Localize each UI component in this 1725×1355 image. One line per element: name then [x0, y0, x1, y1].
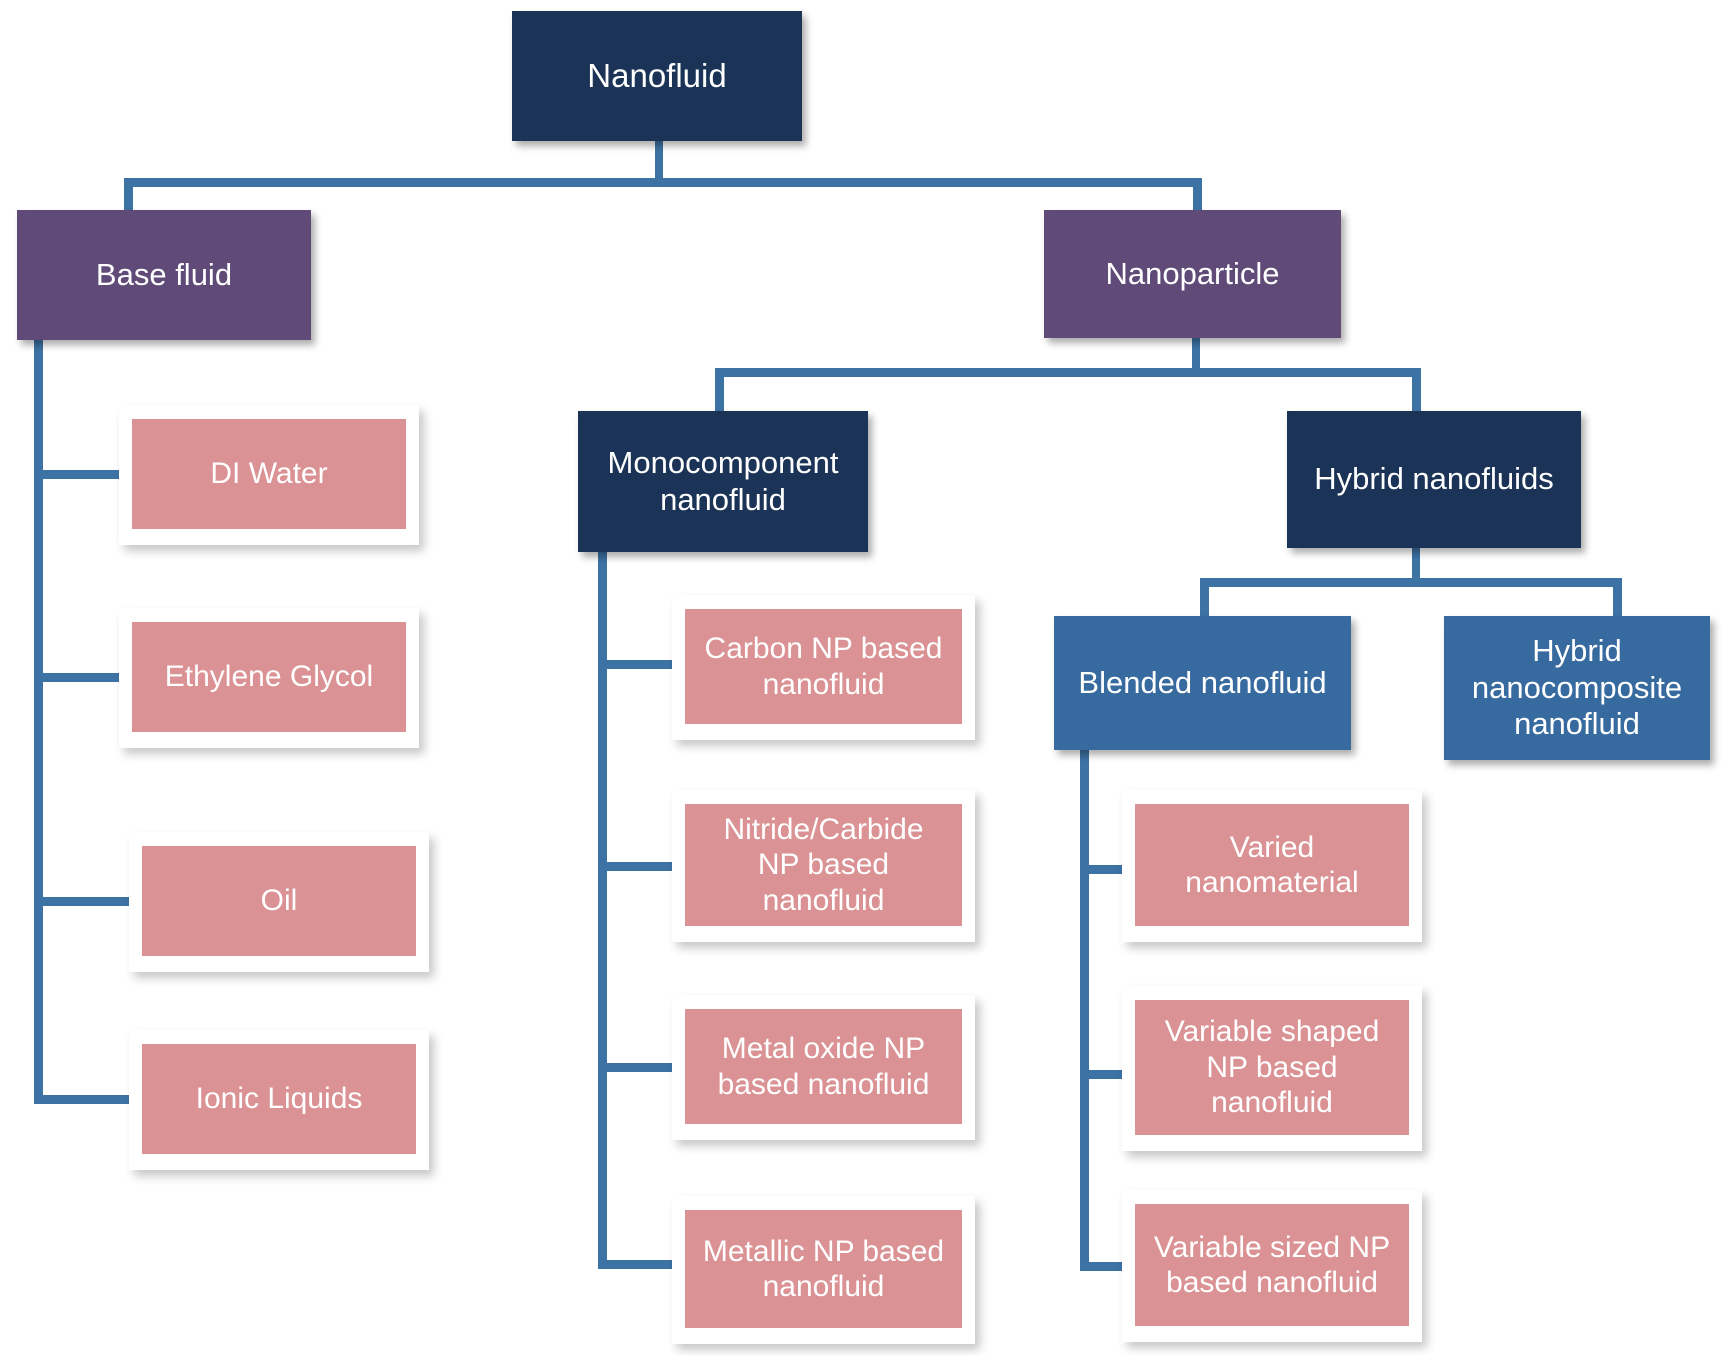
- leaf-metal-oxide-np-based-nanofluid[interactable]: Metal oxide NP based nanofluid: [672, 995, 975, 1140]
- leaf-carbon-np-based-nanofluid-label: Carbon NP based nanofluid: [685, 609, 962, 724]
- connector-monocomponent-branch-2: [598, 862, 678, 871]
- leaf-variable-shaped-np-based-nanofluid[interactable]: Variable shaped NP based nanofluid: [1122, 986, 1422, 1151]
- leaf-variable-shaped-np-based-nanofluid-label: Variable shaped NP based nanofluid: [1135, 1000, 1409, 1135]
- leaf-ionic-liquids-label: Ionic Liquids: [142, 1044, 416, 1154]
- connector-hybrid-stem: [1412, 548, 1420, 583]
- connector-nanoparticle-bus: [715, 368, 1421, 377]
- connector-to-nanocomposite: [1613, 578, 1622, 616]
- node-nanoparticle[interactable]: Nanoparticle: [1044, 210, 1341, 338]
- connector-blended-branch-2: [1080, 1070, 1140, 1079]
- connector-hybrid-bus: [1200, 578, 1621, 587]
- node-base-fluid[interactable]: Base fluid: [17, 210, 311, 340]
- leaf-metal-oxide-np-based-nanofluid-label: Metal oxide NP based nanofluid: [685, 1009, 962, 1124]
- node-nanofluid[interactable]: Nanofluid: [512, 11, 802, 141]
- leaf-varied-nanomaterial[interactable]: Varied nanomaterial: [1122, 790, 1422, 942]
- connector-base-fluid-spine: [34, 340, 43, 1104]
- connector-root-bus: [124, 178, 1202, 187]
- connector-monocomponent-branch-1: [598, 660, 678, 669]
- leaf-ethylene-glycol[interactable]: Ethylene Glycol: [119, 608, 419, 748]
- connector-base-fluid-branch-4: [34, 1095, 134, 1104]
- connector-to-hybrid-nanofluids: [1412, 368, 1421, 411]
- leaf-variable-sized-np-based-nanofluid[interactable]: Variable sized NP based nanofluid: [1122, 1190, 1422, 1342]
- connector-to-base-fluid: [124, 178, 133, 210]
- node-blended-nanofluid[interactable]: Blended nanofluid: [1054, 616, 1351, 750]
- connector-base-fluid-branch-3: [34, 897, 134, 906]
- leaf-metallic-np-based-nanofluid[interactable]: Metallic NP based nanofluid: [672, 1196, 975, 1344]
- leaf-nitride-carbide-np-based-nanofluid[interactable]: Nitride/Carbide NP based nanofluid: [672, 790, 975, 942]
- connector-monocomponent-branch-4: [598, 1260, 678, 1269]
- leaf-di-water-label: DI Water: [132, 419, 406, 529]
- connector-monocomponent-spine: [598, 552, 607, 1268]
- leaf-ionic-liquids[interactable]: Ionic Liquids: [129, 1030, 429, 1170]
- connector-base-fluid-branch-2: [34, 673, 124, 682]
- leaf-oil-label: Oil: [142, 846, 416, 956]
- connector-blended-branch-1: [1080, 865, 1140, 874]
- connector-to-nanoparticle: [1193, 178, 1202, 210]
- connector-blended-spine: [1080, 750, 1089, 1270]
- leaf-nitride-carbide-np-based-nanofluid-label: Nitride/Carbide NP based nanofluid: [685, 804, 962, 926]
- connector-to-blended: [1200, 578, 1209, 616]
- leaf-di-water[interactable]: DI Water: [119, 405, 419, 545]
- connector-nanoparticle-stem: [1192, 337, 1200, 374]
- leaf-ethylene-glycol-label: Ethylene Glycol: [132, 622, 406, 732]
- leaf-variable-sized-np-based-nanofluid-label: Variable sized NP based nanofluid: [1135, 1204, 1409, 1326]
- connector-monocomponent-branch-3: [598, 1063, 678, 1072]
- connector-to-monocomponent: [715, 368, 724, 411]
- node-hybrid-nanocomposite-nanofluid[interactable]: Hybrid nanocomposite nanofluid: [1444, 616, 1710, 760]
- node-monocomponent-nanofluid[interactable]: Monocomponent nanofluid: [578, 411, 868, 552]
- node-hybrid-nanofluids[interactable]: Hybrid nanofluids: [1287, 411, 1581, 548]
- leaf-oil[interactable]: Oil: [129, 832, 429, 972]
- connector-blended-branch-3: [1080, 1262, 1140, 1271]
- connector-base-fluid-branch-1: [34, 470, 124, 479]
- leaf-metallic-np-based-nanofluid-label: Metallic NP based nanofluid: [685, 1210, 962, 1328]
- connector-root-stem: [655, 141, 663, 185]
- leaf-varied-nanomaterial-label: Varied nanomaterial: [1135, 804, 1409, 926]
- leaf-carbon-np-based-nanofluid[interactable]: Carbon NP based nanofluid: [672, 595, 975, 740]
